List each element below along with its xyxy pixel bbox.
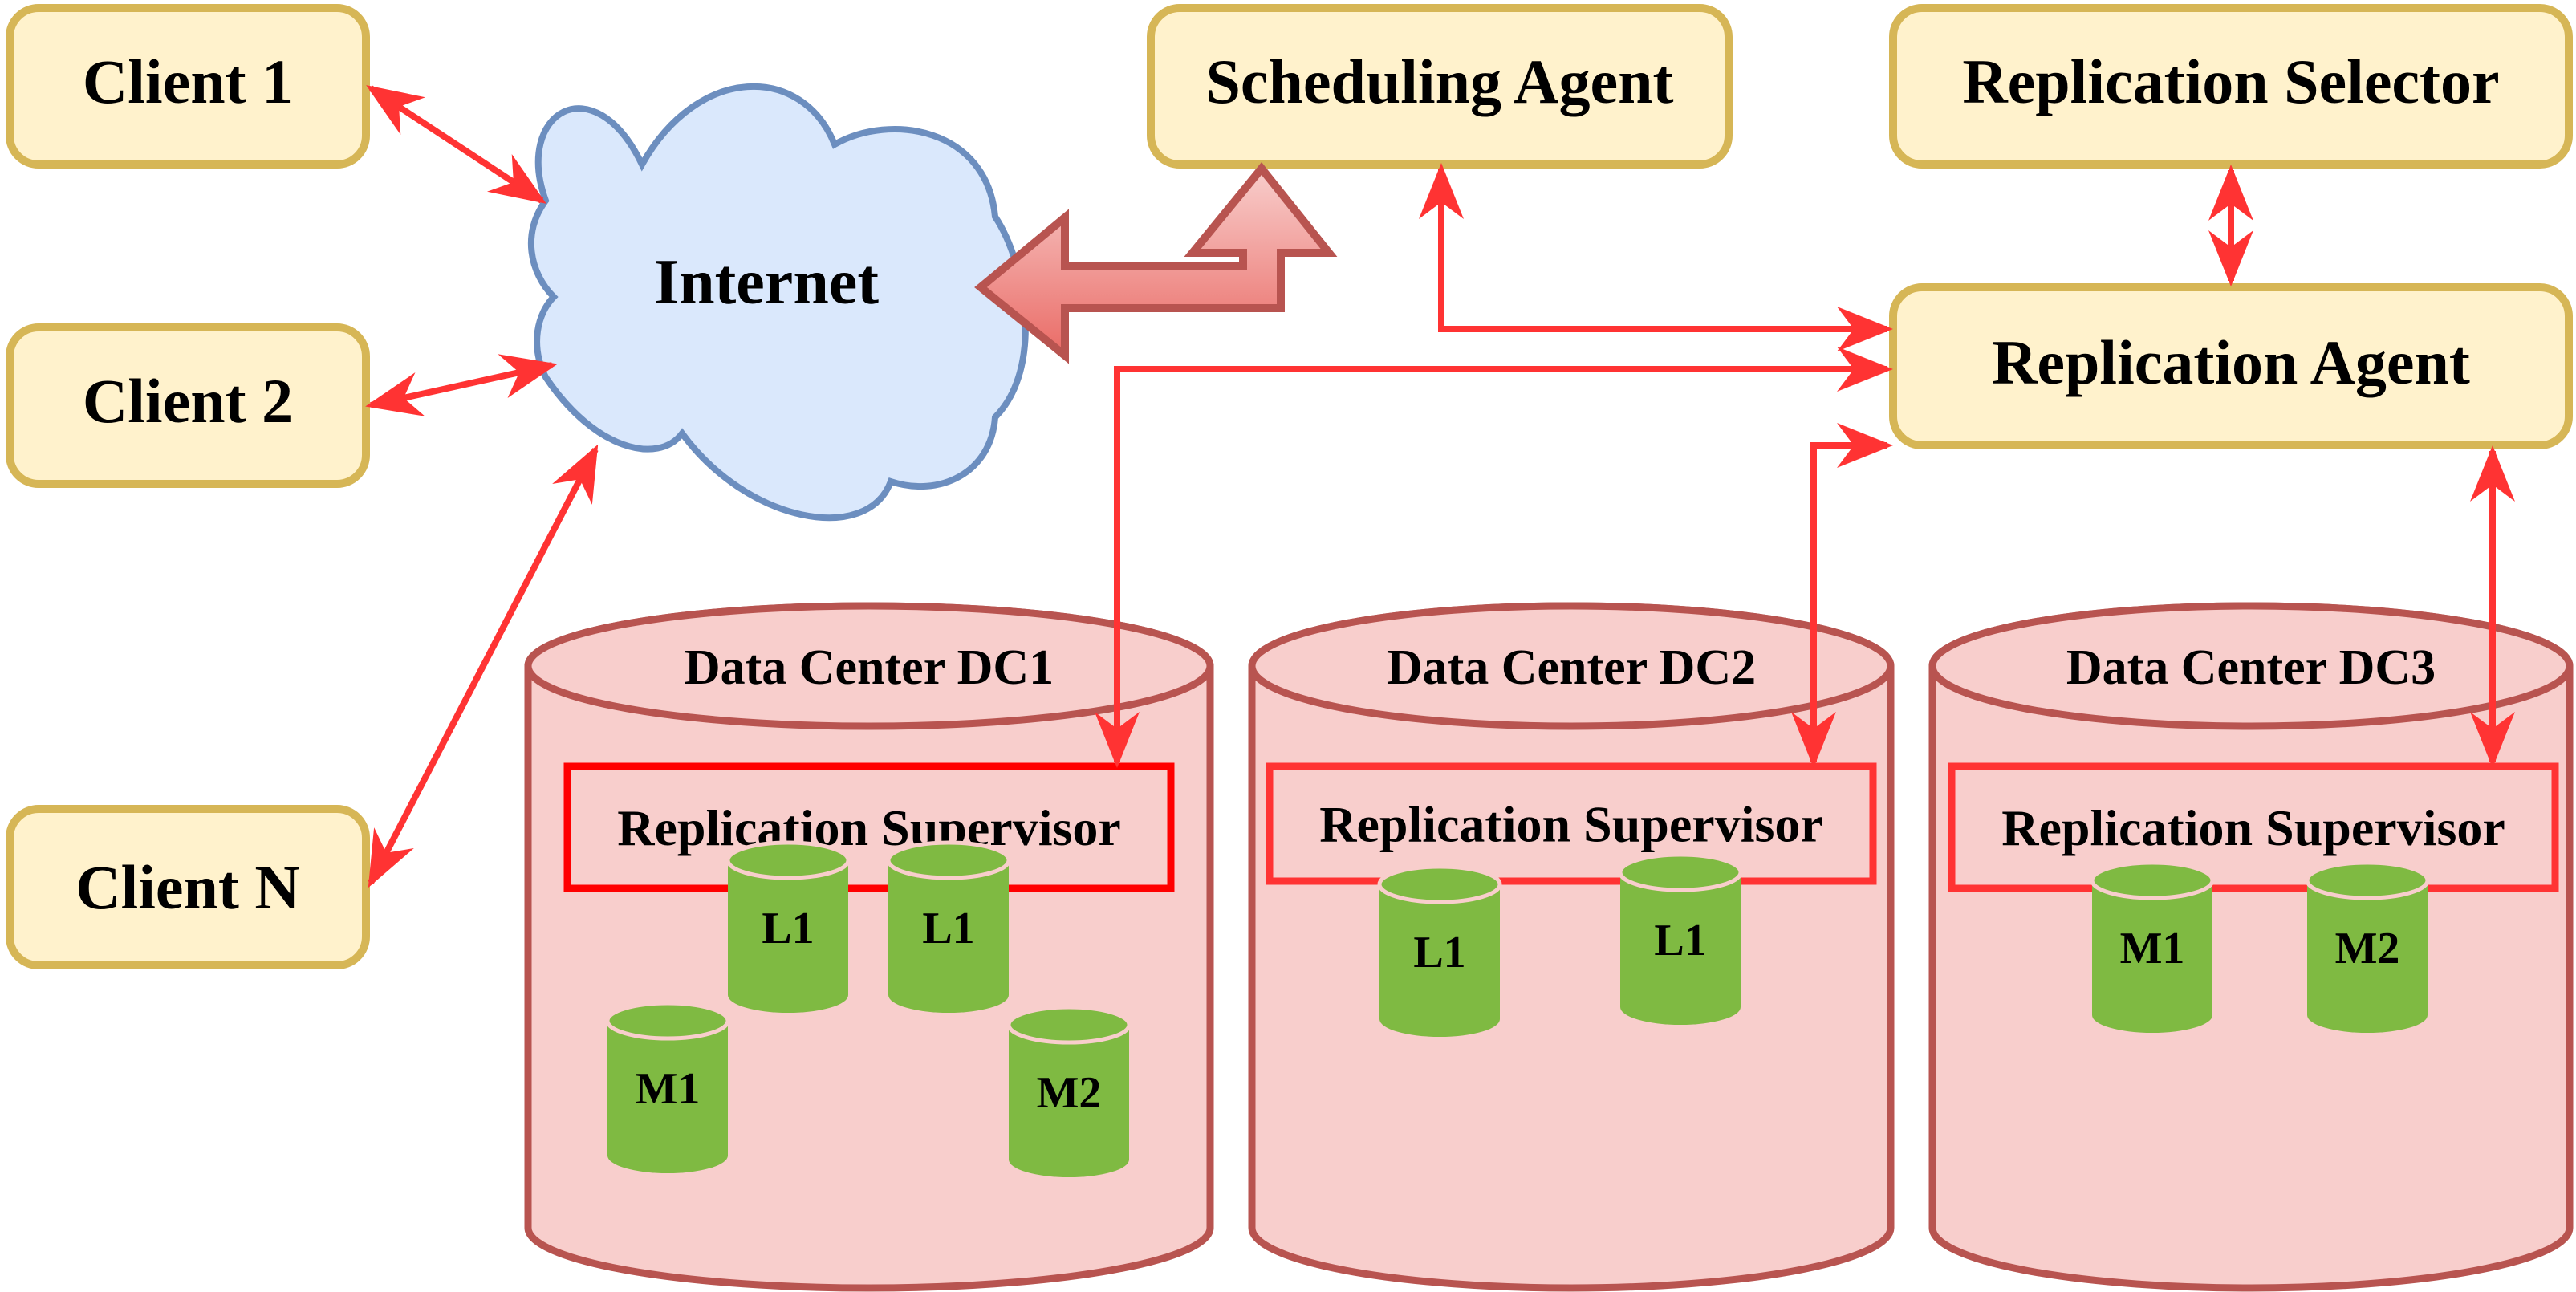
replication-selector-label: Replication Selector — [1962, 47, 2499, 116]
database-cylinder: M1 — [2090, 860, 2215, 1033]
internet-cloud: Internet — [527, 83, 1029, 522]
internet-label: Internet — [654, 247, 879, 318]
arrow-clientn-internet — [368, 444, 599, 888]
connectors — [365, 85, 2515, 888]
scheduling-agent-label: Scheduling Agent — [1206, 47, 1674, 116]
database-label: M2 — [2335, 924, 2400, 973]
data-center-title: Data Center DC1 — [685, 640, 1054, 695]
data-center-title: Data Center DC3 — [2066, 640, 2436, 695]
database-cylinder: L1 — [886, 840, 1011, 1013]
client-n-box: Client N — [6, 805, 370, 969]
database-cylinder: L1 — [725, 840, 851, 1013]
database-label: L1 — [922, 904, 974, 953]
scheduling-agent-box: Scheduling Agent — [1147, 4, 1733, 169]
arrow-client2-internet — [365, 354, 558, 416]
arrow-dc2-replication-agent — [1791, 423, 1893, 768]
database-cylinder: M2 — [1006, 1005, 1132, 1177]
database-label: M2 — [1037, 1068, 1102, 1118]
replication-supervisor-label: Replication Supervisor — [2001, 799, 2505, 856]
replication-supervisor-box: Replication Supervisor — [1948, 762, 2559, 892]
client-2-box: Client 2 — [6, 323, 370, 488]
database-cylinder: L1 — [1377, 864, 1502, 1037]
replication-supervisor-label: Replication Supervisor — [1319, 796, 1823, 853]
data-center-title: Data Center DC2 — [1387, 640, 1756, 695]
arrow-dc1-replication-agent — [1095, 347, 1893, 768]
block-arrow-internet-scheduling — [974, 162, 1338, 364]
database-label: L1 — [1413, 928, 1465, 977]
arrow-client1-internet — [366, 85, 546, 204]
replication-agent-box: Replication Agent — [1889, 283, 2573, 449]
database-cylinder: M1 — [605, 1001, 730, 1173]
database-label: M1 — [636, 1064, 701, 1114]
client-n-label: Client N — [75, 852, 299, 922]
database-label: L1 — [762, 904, 814, 953]
replication-supervisor-label: Replication Supervisor — [617, 799, 1121, 856]
database-cylinder: L1 — [1618, 852, 1743, 1025]
replication-supervisor-box: Replication Supervisor — [563, 762, 1175, 892]
database-label: M1 — [2120, 924, 2185, 973]
replication-selector-box: Replication Selector — [1889, 4, 2573, 169]
arrow-scheduling-replication-agent — [1419, 163, 1893, 351]
client-1-label: Client 1 — [83, 47, 293, 116]
replication-supervisor-box: Replication Supervisor — [1266, 762, 1877, 885]
client-2-label: Client 2 — [83, 366, 293, 436]
client-1-box: Client 1 — [6, 4, 370, 169]
database-label: L1 — [1654, 916, 1706, 965]
database-cylinder: M2 — [2305, 860, 2430, 1033]
data-center-top — [1928, 602, 2574, 730]
replication-agent-label: Replication Agent — [1992, 327, 2470, 397]
